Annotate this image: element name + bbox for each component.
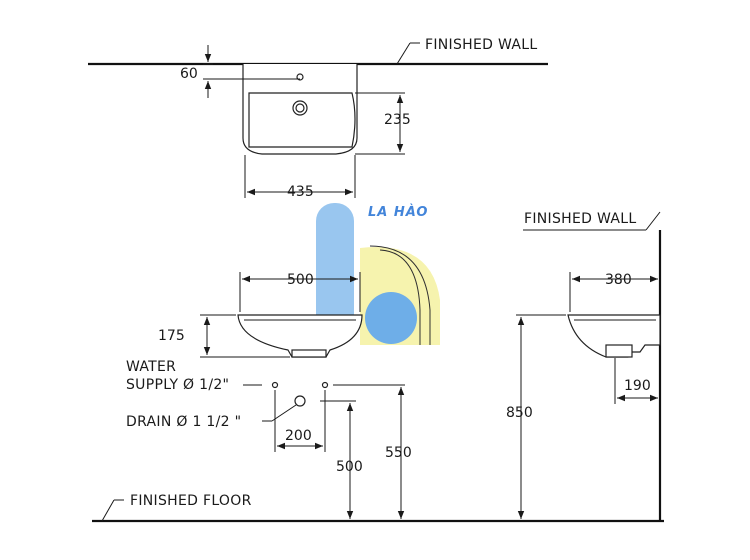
dim-drain-offset-side: 190 [624, 378, 651, 394]
supply-point-left [271, 381, 279, 389]
watermark-blue-circle [365, 292, 417, 344]
finished-wall-right-label: FINISHED WALL [524, 211, 636, 227]
basin-side-outline [567, 314, 661, 358]
dim-width-front: 500 [287, 272, 314, 288]
water-supply-label-line1: WATER [126, 359, 176, 375]
top-view: FINISHED WALL 60 235 435 [88, 37, 548, 200]
water-supply-label-line2: SUPPLY Ø 1/2" [126, 377, 229, 393]
front-view: 500 175 WATER SUPPLY Ø 1/2" DRAIN Ø 1 1/… [126, 272, 412, 519]
basin-plan-bowl [248, 92, 356, 148]
floor: FINISHED FLOOR [92, 493, 664, 523]
dim-supply-height: 500 [336, 459, 363, 475]
finished-floor-label: FINISHED FLOOR [130, 493, 252, 509]
watermark-text: LA HÀO [368, 204, 428, 220]
dim-supply-spacing: 200 [285, 428, 312, 444]
side-view: FINISHED WALL 380 850 190 [506, 211, 662, 521]
dim-height-basin: 175 [158, 328, 185, 344]
dim-rim-height: 850 [506, 405, 533, 421]
dim-bowl-depth: 235 [384, 112, 411, 128]
finished-wall-top-label: FINISHED WALL [425, 37, 537, 53]
dim-drain-height: 550 [385, 445, 412, 461]
supply-point-right [321, 381, 329, 389]
watermark-logo: LA HÀO [316, 203, 440, 345]
dim-depth-side: 380 [605, 272, 632, 288]
drain-label: DRAIN Ø 1 1/2 " [126, 414, 241, 430]
dim-width-plan: 435 [287, 184, 314, 200]
dim-tap-offset: 60 [180, 66, 198, 82]
watermark-blue-bar [316, 203, 354, 343]
drain-point [294, 395, 306, 407]
